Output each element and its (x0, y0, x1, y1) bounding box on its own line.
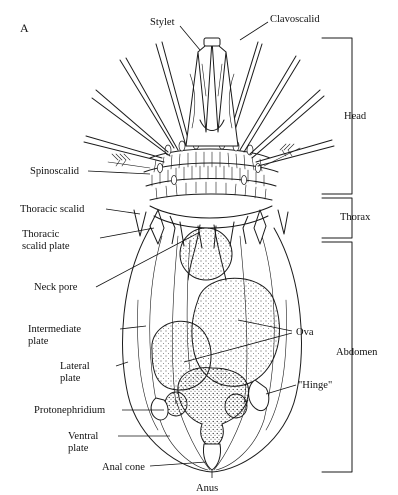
label-hinge: "Hinge" (298, 380, 332, 391)
label-ventral-plate-line2: plate (68, 443, 89, 454)
internal-organs (152, 225, 280, 470)
label-clavoscalid: Clavoscalid (270, 14, 320, 25)
label-ova: Ova (296, 327, 314, 338)
label-lateral-plate-line1: Lateral (60, 361, 90, 372)
label-abdomen: Abdomen (336, 347, 378, 358)
panel-letter: A (20, 21, 29, 35)
label-anus: Anus (196, 483, 218, 494)
label-stylet: Stylet (150, 17, 175, 28)
label-ventral-plate-line1: Ventral (68, 431, 98, 442)
label-thoracic-scalid: Thoracic scalid (20, 204, 85, 215)
label-intermediate-plate-line2: plate (28, 336, 49, 347)
label-lateral-plate-line2: plate (60, 373, 81, 384)
label-anal-cone: Anal cone (102, 462, 145, 473)
head (84, 38, 334, 200)
label-spinoscalid: Spinoscalid (30, 166, 80, 177)
label-protonephridium: Protonephridium (34, 405, 105, 416)
label-thoracic-scalid-plate-line2: scalid plate (22, 241, 70, 252)
label-thoracic-scalid-plate-line1: Thoracic (22, 229, 60, 240)
label-intermediate-plate-line1: Intermediate (28, 324, 81, 335)
label-neck-pore: Neck pore (34, 282, 78, 293)
region-brackets (322, 38, 352, 472)
label-thorax: Thorax (340, 212, 371, 223)
label-head: Head (344, 111, 367, 122)
